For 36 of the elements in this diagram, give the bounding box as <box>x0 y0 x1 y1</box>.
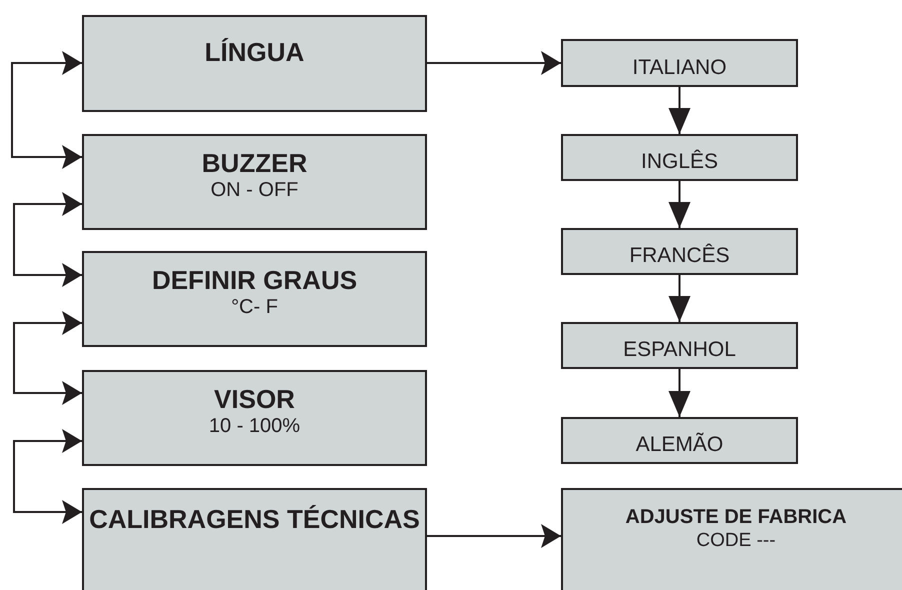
menu-box <box>561 417 798 464</box>
menu-title: VISOR <box>214 384 295 415</box>
arrow <box>668 369 690 417</box>
menu-box <box>561 39 798 87</box>
menu-box <box>82 15 427 112</box>
menu-option: ON - OFF <box>210 178 298 202</box>
menu-title: INGLÊS <box>640 150 718 175</box>
menu-title: ITALIANO <box>632 56 727 80</box>
menu-title: LÍNGUA <box>204 37 304 68</box>
menu-box <box>82 134 427 230</box>
menu-box <box>561 228 798 275</box>
menu-option: 10 - 100% <box>208 414 300 438</box>
menu-title: FRANCÊS <box>629 244 730 269</box>
menu-title: DEFINIR GRAUS <box>152 265 358 296</box>
arrow <box>13 429 82 524</box>
menu-title: ALEMÃO <box>636 433 724 458</box>
menu-title: ADJUSTE DE FABRICA <box>625 506 847 530</box>
arrow <box>668 87 690 134</box>
menu-box <box>561 322 798 369</box>
arrow <box>668 181 690 228</box>
menu-box <box>561 134 798 181</box>
arrow <box>11 51 82 169</box>
arrow <box>427 524 561 548</box>
arrow <box>13 192 82 287</box>
menu-box <box>561 488 902 590</box>
menu-box <box>82 370 427 466</box>
menu-title: BUZZER <box>202 148 308 179</box>
menu-box <box>82 251 427 347</box>
menu-box <box>82 488 427 590</box>
arrow <box>13 311 82 405</box>
menu-option: CODE --- <box>696 530 776 552</box>
menu-title: ESPANHOL <box>623 338 736 363</box>
menu-option: °C- F <box>231 296 278 320</box>
arrow <box>427 51 561 75</box>
menu-title: CALIBRAGENS TÉCNICAS <box>89 504 420 535</box>
arrow <box>668 275 690 322</box>
